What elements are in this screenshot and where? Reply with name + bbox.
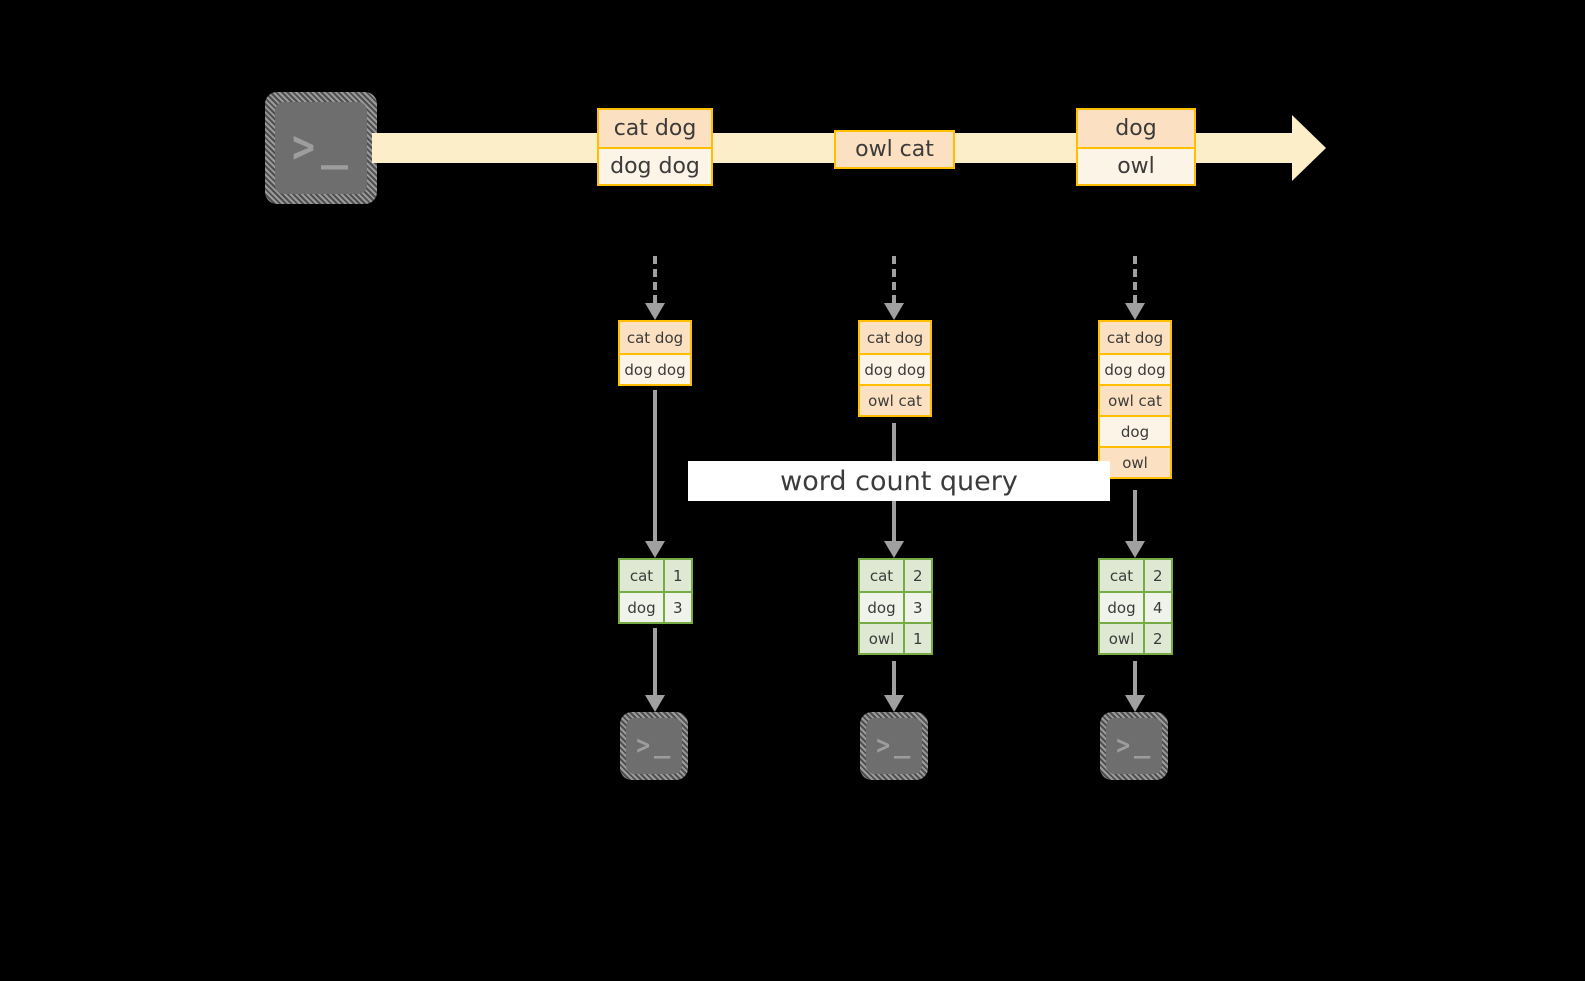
snapshot-3-sink-terminal-icon[interactable]: >_ (1100, 712, 1168, 780)
message-row: cat dog (599, 110, 711, 147)
table-cell-word: owl (1100, 624, 1146, 653)
snapshot-3-stream-connector-arrowhead (1125, 303, 1145, 320)
message-text: cat dog (613, 116, 697, 141)
message-row: dog dog (860, 353, 930, 384)
snapshot-3-sink-connector-arrowhead (1125, 695, 1145, 712)
table-cell-count: 2 (1145, 624, 1171, 653)
message-row: owl cat (836, 132, 953, 167)
snapshot-2-query-connector-arrowhead (884, 541, 904, 558)
snapshot-3-query-connector-arrowhead (1125, 541, 1145, 558)
snapshot-3-sink-terminal-icon-body (1106, 718, 1162, 774)
table-cell-count: 2 (905, 560, 931, 591)
snapshot-1-stream-connector-arrowhead (645, 303, 665, 320)
snapshot-1-stream-connector-line (653, 256, 657, 303)
message-row: owl cat (860, 384, 930, 415)
snapshot-2-input-box[interactable]: cat dog dog dog owl cat (858, 320, 932, 417)
table-cell-count: 3 (905, 593, 931, 622)
snapshot-2-sink-connector-line (892, 661, 896, 695)
table-cell-word: owl (860, 624, 906, 653)
source-terminal-icon-body (275, 102, 367, 194)
snapshot-3-input-box[interactable]: cat dog dog dog owl cat dog owl (1098, 320, 1172, 479)
table-cell-count: 4 (1145, 593, 1171, 622)
message-text: dog dog (864, 360, 926, 379)
snapshot-1-input-box[interactable]: cat dog dog dog (618, 320, 692, 386)
snapshot-2-sink-terminal-icon-body (866, 718, 922, 774)
snapshot-1-sink-connector-arrowhead (645, 695, 665, 712)
message-row: owl cat (1100, 384, 1170, 415)
message-row: cat dog (860, 322, 930, 353)
table-cell-word: cat (620, 560, 666, 591)
table-cell-count: 3 (665, 593, 691, 622)
message-text: dog dog (1104, 360, 1166, 379)
snapshot-1-query-connector-line (653, 389, 657, 541)
prompt-chevron-icon: > (1116, 730, 1131, 761)
message-text: dog (1120, 422, 1150, 441)
message-text: cat dog (626, 328, 684, 347)
prompt-cursor-icon: _ (654, 728, 670, 759)
message-row: cat dog (620, 322, 690, 353)
message-row: owl (1078, 147, 1194, 184)
stream-message-2[interactable]: owl cat (834, 130, 955, 169)
table-cell-word: dog (620, 593, 666, 622)
prompt-cursor-icon: _ (1134, 728, 1150, 759)
message-row: dog dog (1100, 353, 1170, 384)
snapshot-1-query-connector-arrowhead (645, 541, 665, 558)
stream-message-3[interactable]: dog owl (1076, 108, 1196, 186)
snapshot-2-stream-connector-line (892, 256, 896, 303)
prompt-chevron-icon: > (292, 120, 316, 173)
message-row: dog (1100, 415, 1170, 446)
table-cell-count: 2 (1145, 560, 1171, 591)
table-cell-count: 1 (905, 624, 931, 653)
prompt-cursor-icon: _ (321, 117, 348, 170)
table-cell-word: cat (860, 560, 906, 591)
snapshot-2-stream-connector-arrowhead (884, 303, 904, 320)
message-row: dog dog (620, 353, 690, 384)
snapshot-1-sink-terminal-icon-body (626, 718, 682, 774)
message-text: owl cat (855, 137, 934, 162)
snapshot-3-query-connector-line (1133, 490, 1137, 541)
message-text: dog (1115, 116, 1157, 141)
prompt-cursor-icon: _ (894, 728, 910, 759)
message-row: cat dog (1100, 322, 1170, 353)
message-text: owl cat (868, 391, 922, 410)
stream-arrowhead (1292, 115, 1326, 181)
message-text: cat dog (866, 328, 924, 347)
snapshot-1-sink-terminal-icon[interactable]: >_ (620, 712, 688, 780)
snapshot-2-sink-connector-arrowhead (884, 695, 904, 712)
message-row: dog (1078, 110, 1194, 147)
message-row: owl (1100, 446, 1170, 477)
snapshot-3-stream-connector-line (1133, 256, 1137, 303)
stream-message-1[interactable]: cat dog dog dog (597, 108, 713, 186)
table-cell-word: cat (1100, 560, 1146, 591)
message-text: owl cat (1108, 391, 1162, 410)
query-label: word count query (688, 461, 1110, 501)
message-text: owl (1122, 453, 1148, 472)
table-cell-word: dog (860, 593, 906, 622)
prompt-chevron-icon: > (876, 730, 891, 761)
snapshot-2-sink-terminal-icon[interactable]: >_ (860, 712, 928, 780)
prompt-chevron-icon: > (636, 730, 651, 761)
table-cell-word: dog (1100, 593, 1146, 622)
source-terminal-icon[interactable]: >_ (265, 92, 377, 204)
snapshot-1-sink-connector-line (653, 627, 657, 695)
message-text: cat dog (1106, 328, 1164, 347)
message-text: dog dog (610, 154, 700, 179)
snapshot-3-sink-connector-line (1133, 661, 1137, 695)
table-cell-count: 1 (665, 560, 691, 591)
message-text: dog dog (624, 360, 686, 379)
message-row: dog dog (599, 147, 711, 184)
message-text: owl (1117, 154, 1155, 179)
